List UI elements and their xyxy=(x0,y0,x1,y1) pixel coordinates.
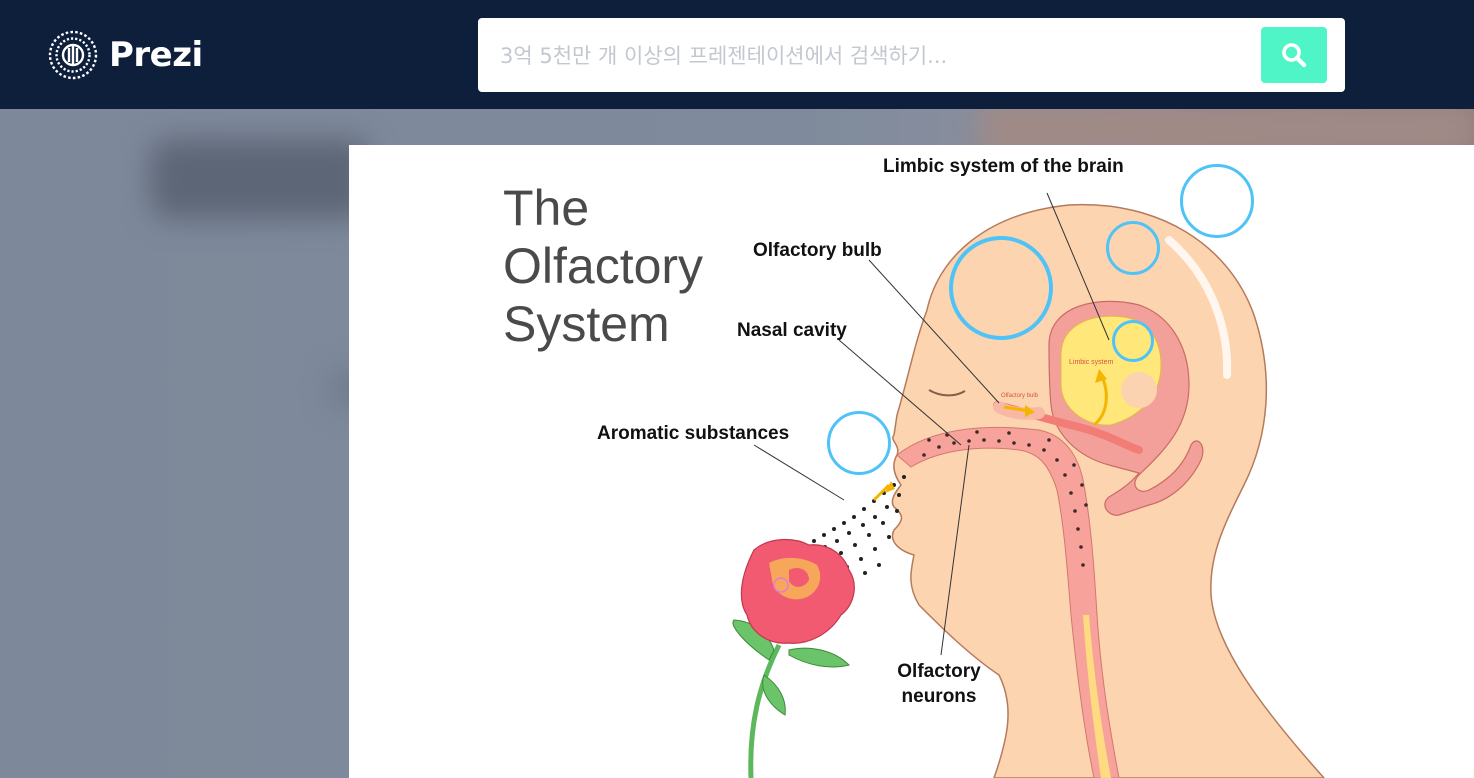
rose-leaf xyxy=(788,647,850,668)
presentation-slide[interactable]: Limbic system Olfactory bulb The Olfacto… xyxy=(349,145,1474,778)
rose-leaf xyxy=(762,674,786,716)
label-olfactory-neurons-line1: Olfactory xyxy=(897,661,981,682)
rose-stem xyxy=(748,643,782,778)
slide-title-line: Olfactory xyxy=(503,238,704,294)
search-bar xyxy=(478,18,1345,94)
blurred-title-shape xyxy=(150,139,370,219)
zoom-frame-circle[interactable] xyxy=(1106,221,1160,275)
label-olfactory-neurons-line2: neurons xyxy=(901,686,977,707)
label-nasal-cavity: Nasal cavity xyxy=(737,320,847,341)
zoom-frame-circle[interactable] xyxy=(1180,164,1254,238)
zoom-frame-circle[interactable] xyxy=(1112,320,1154,362)
prezi-logo[interactable]: Prezi xyxy=(45,27,203,83)
nasal-dots xyxy=(922,430,1088,567)
label-olfactory-bulb: Olfactory bulb xyxy=(753,240,882,261)
top-navbar: Prezi xyxy=(0,0,1474,109)
label-aromatic-substances: Aromatic substances xyxy=(597,423,790,444)
search-input[interactable] xyxy=(498,18,1262,94)
search-button[interactable] xyxy=(1261,27,1327,83)
head-silhouette xyxy=(891,203,1326,778)
zoom-frame-circle[interactable] xyxy=(827,411,891,475)
label-olfactory-neurons: Olfactory neurons xyxy=(889,659,989,709)
prezi-logo-icon xyxy=(48,30,98,80)
rose-leaf xyxy=(732,619,775,661)
inner-label-bulb: Olfactory bulb xyxy=(1001,393,1039,399)
inner-label-limbic: Limbic system xyxy=(1069,359,1114,366)
olfactory-illustration xyxy=(732,192,1326,778)
zoom-frame-circle[interactable] xyxy=(949,236,1053,340)
label-limbic-system: Limbic system of the brain xyxy=(883,156,1124,177)
search-icon xyxy=(1282,43,1307,68)
slide-title-line: The xyxy=(503,180,590,236)
slide-title-line: System xyxy=(503,296,670,352)
slide-title: The Olfactory System xyxy=(503,179,743,353)
logo-text: Prezi xyxy=(109,35,203,75)
